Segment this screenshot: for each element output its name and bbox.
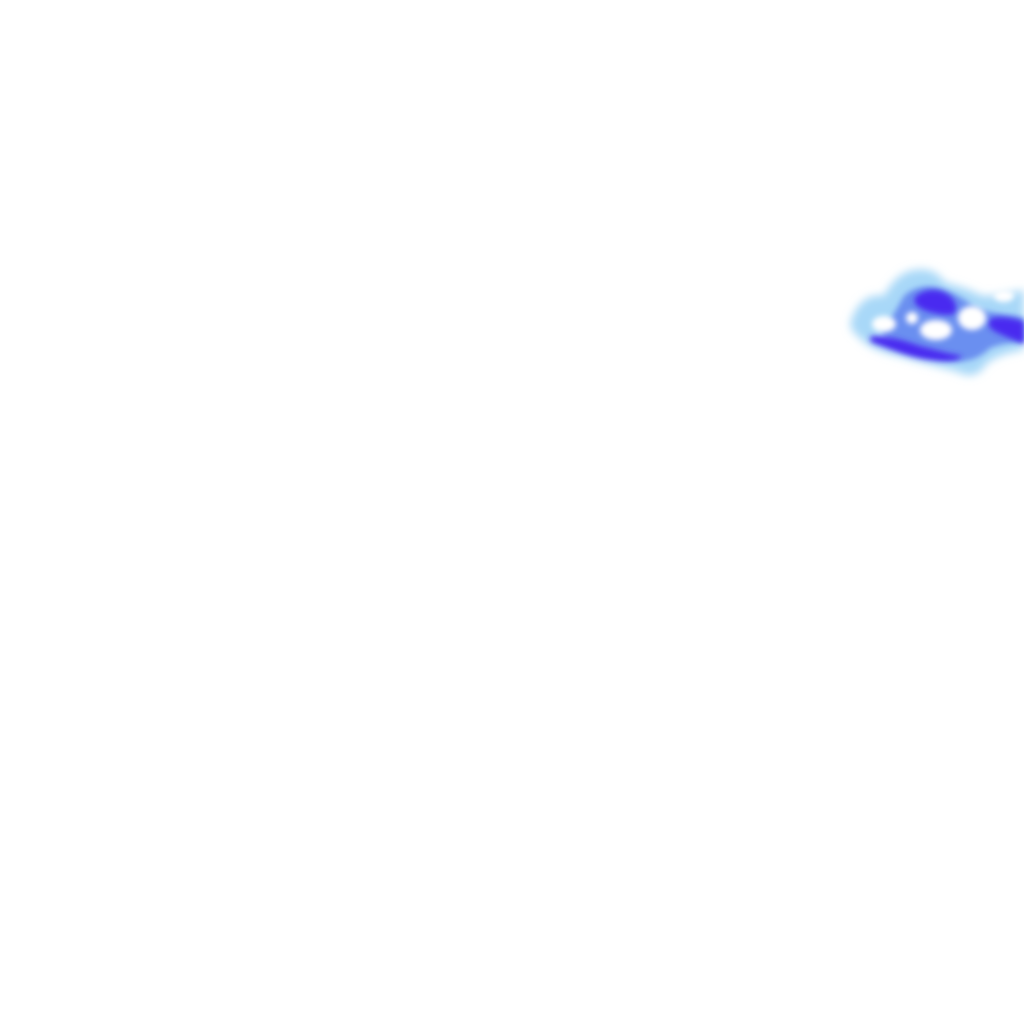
precipitation-heavy-band-east — [988, 317, 1024, 344]
precipitation-light-fragment — [864, 297, 886, 313]
precipitation-overlay — [850, 269, 1024, 376]
precipitation-gap — [958, 306, 986, 330]
precipitation-gap — [920, 320, 952, 340]
precipitation-gap — [994, 290, 1014, 302]
precipitation-gaps — [872, 290, 1014, 340]
precipitation-heavy-band-upper — [914, 290, 957, 315]
precipitation-gap — [872, 316, 896, 332]
precipitation-heavy — [869, 290, 1024, 362]
precipitation-gap — [906, 312, 918, 324]
precipitation-heavy-band-lower — [869, 336, 962, 362]
